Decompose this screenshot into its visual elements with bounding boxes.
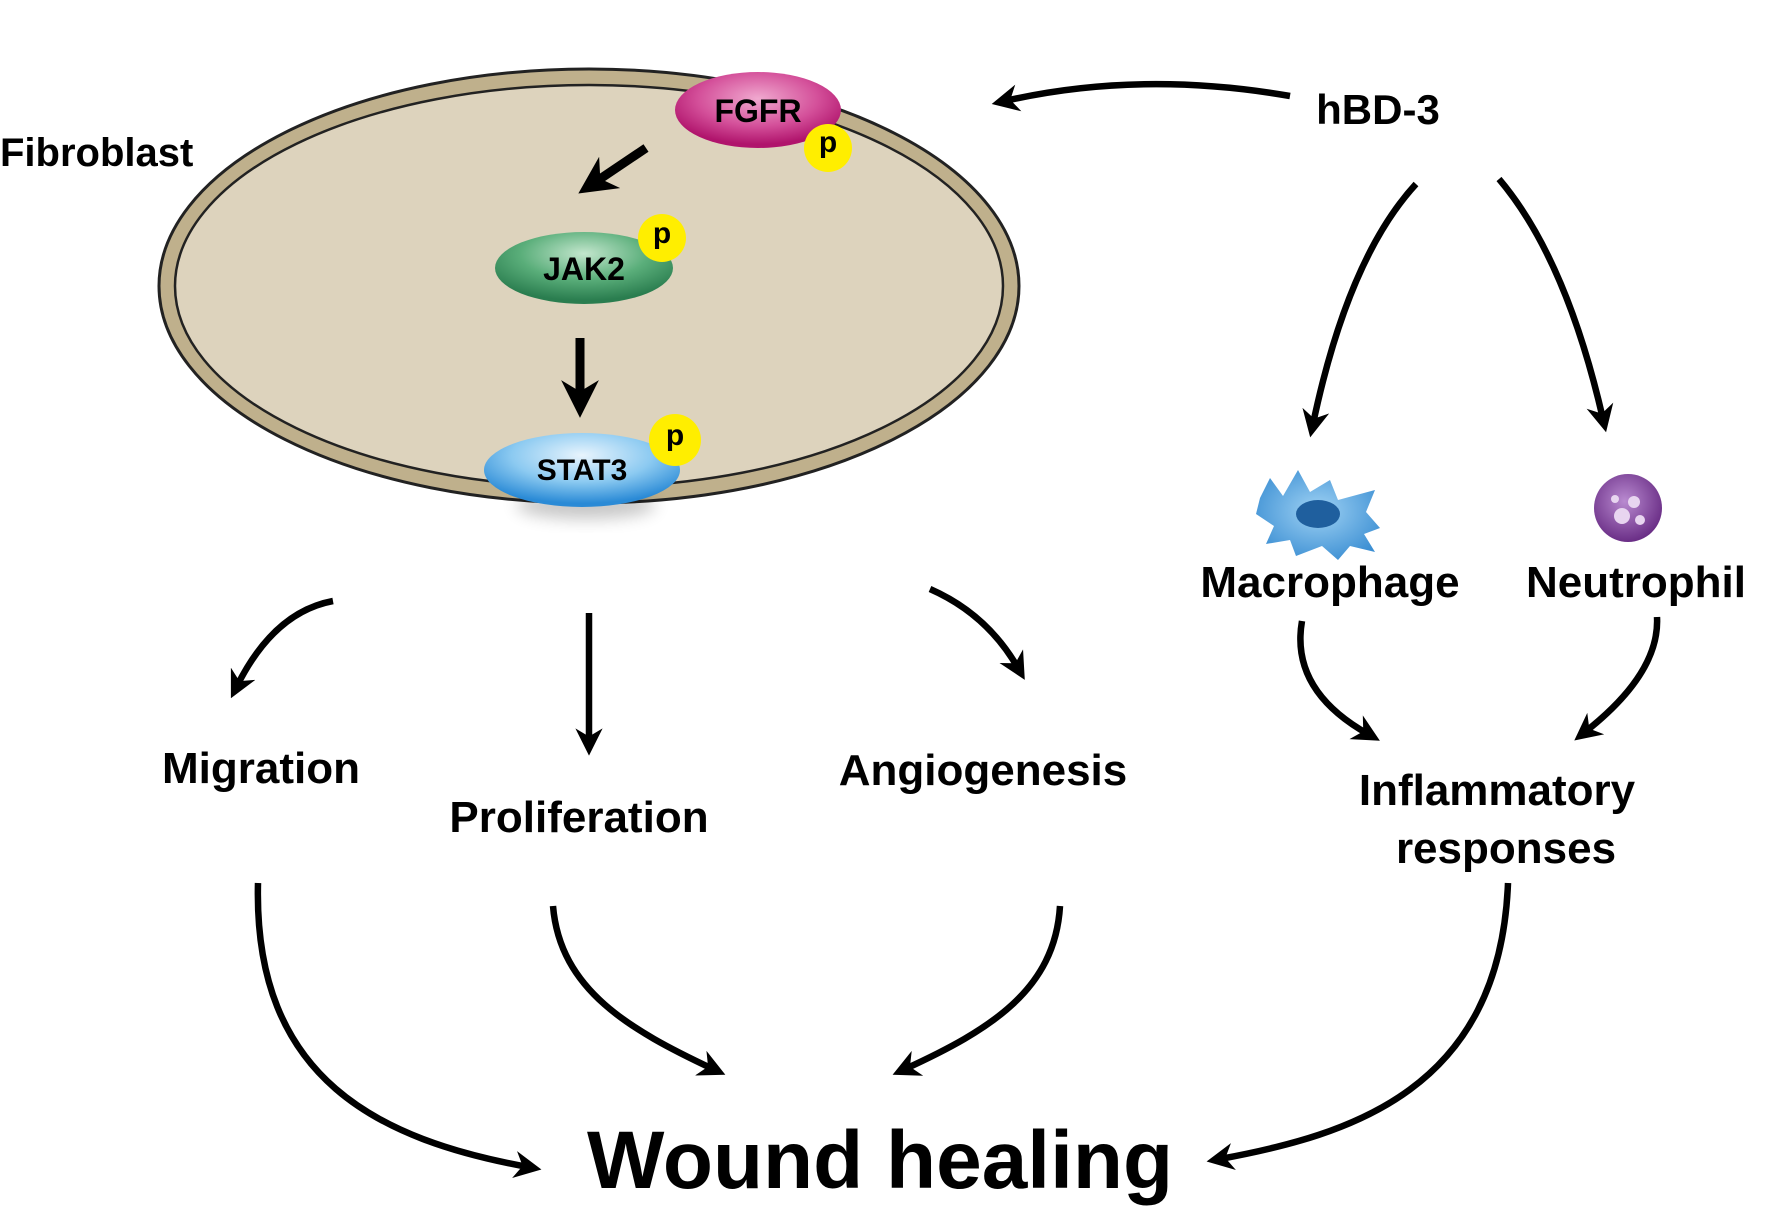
inflammatory-label-line2: responses (1396, 824, 1616, 873)
arrow-angiogenesis-to-wound-healing (892, 905, 1064, 1076)
neutrophil-nucleus (1614, 508, 1630, 524)
stat3-phospho-label: p (666, 419, 684, 452)
macrophage-label: Macrophage (1200, 558, 1459, 607)
fgfr-receptor: FGFR p (675, 44, 852, 172)
stat3-protein: STAT3 p (484, 414, 701, 519)
fgfr-phospho-label: p (819, 126, 837, 159)
stat3-label: STAT3 (537, 454, 628, 487)
jak2-shape (495, 232, 673, 304)
fgfr-shape (675, 72, 841, 148)
arrow-cell-to-migration (230, 597, 334, 699)
stat3-shape (484, 433, 680, 507)
fibroblast-label: Fibroblast (0, 131, 193, 175)
proliferation-label: Proliferation (449, 793, 708, 842)
arrow-hbd3-to-macrophage (1302, 181, 1419, 438)
arrow-macrophage-to-inflammatory (1297, 620, 1380, 741)
arrow-proliferation-to-wound-healing (549, 905, 726, 1076)
neutrophil-label: Neutrophil (1526, 558, 1746, 607)
migration-label: Migration (162, 744, 360, 793)
arrow-hbd3-to-neutrophil (1496, 176, 1614, 433)
wound-healing-label: Wound healing (587, 1115, 1173, 1206)
arrow-fgfr-to-jak2 (578, 144, 649, 194)
arrow-cell-to-angiogenesis (928, 586, 1025, 680)
arrow-neutrophil-to-inflammatory (1574, 616, 1661, 741)
macrophage-nucleus (1296, 500, 1340, 528)
arrow-inflammatory-to-wound-healing (1206, 882, 1512, 1170)
jak2-protein: JAK2 p (495, 214, 686, 304)
inflammatory-label-line1: Inflammatory (1359, 766, 1636, 815)
angiogenesis-label: Angiogenesis (839, 746, 1128, 795)
fgfr-label: FGFR (714, 93, 801, 129)
macrophage-icon (1256, 470, 1380, 560)
arrow-migration-to-wound-healing (254, 882, 542, 1178)
jak2-label: JAK2 (543, 251, 625, 287)
hbd3-label: hBD-3 (1316, 86, 1440, 133)
jak2-phospho-badge (638, 214, 686, 262)
fgfr-phospho-badge (804, 124, 852, 172)
stat3-phospho-badge (649, 414, 701, 466)
neutrophil-icon (1594, 474, 1662, 542)
arrow-hbd3-to-fgfr (991, 80, 1291, 112)
jak2-phospho-label: p (653, 217, 671, 250)
